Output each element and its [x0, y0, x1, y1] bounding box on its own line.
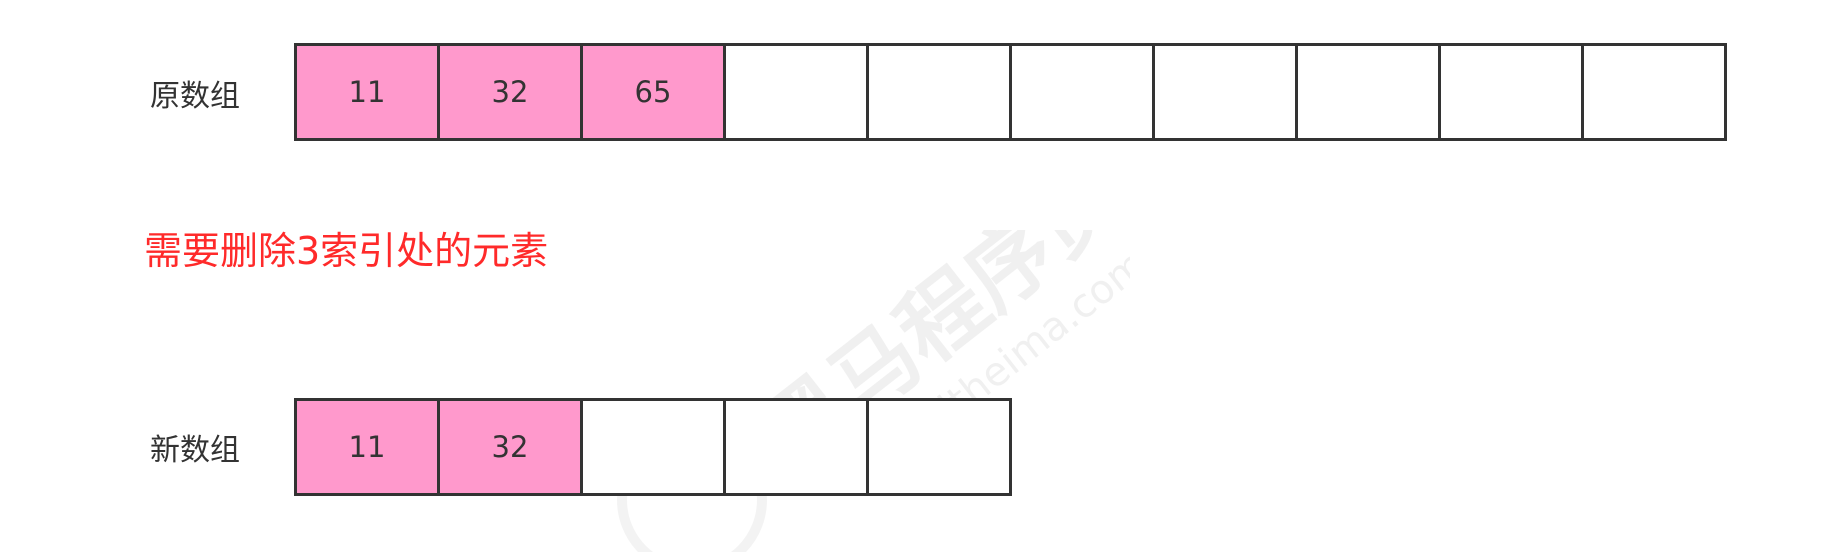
array-cell [723, 398, 869, 496]
new-array: 11 32 [294, 398, 1012, 496]
watermark-logo: 黑马程序员 www.itheima.com [617, 230, 1130, 552]
new-array-label: 新数组 [150, 433, 240, 468]
deletion-note: 需要删除3索引处的元素 [144, 229, 549, 273]
array-cell [1295, 43, 1441, 141]
array-cell [580, 398, 726, 496]
array-cell [723, 43, 869, 141]
array-cell: 11 [294, 398, 440, 496]
array-cell: 32 [437, 43, 583, 141]
array-cell: 11 [294, 43, 440, 141]
array-cell [1581, 43, 1727, 141]
array-cell [866, 398, 1012, 496]
original-array: 11 32 65 [294, 43, 1727, 141]
array-cell [1152, 43, 1298, 141]
array-cell: 32 [437, 398, 583, 496]
array-cell [1438, 43, 1584, 141]
original-array-label: 原数组 [150, 79, 240, 114]
array-cell [866, 43, 1012, 141]
array-cell [1009, 43, 1155, 141]
array-cell: 65 [580, 43, 726, 141]
